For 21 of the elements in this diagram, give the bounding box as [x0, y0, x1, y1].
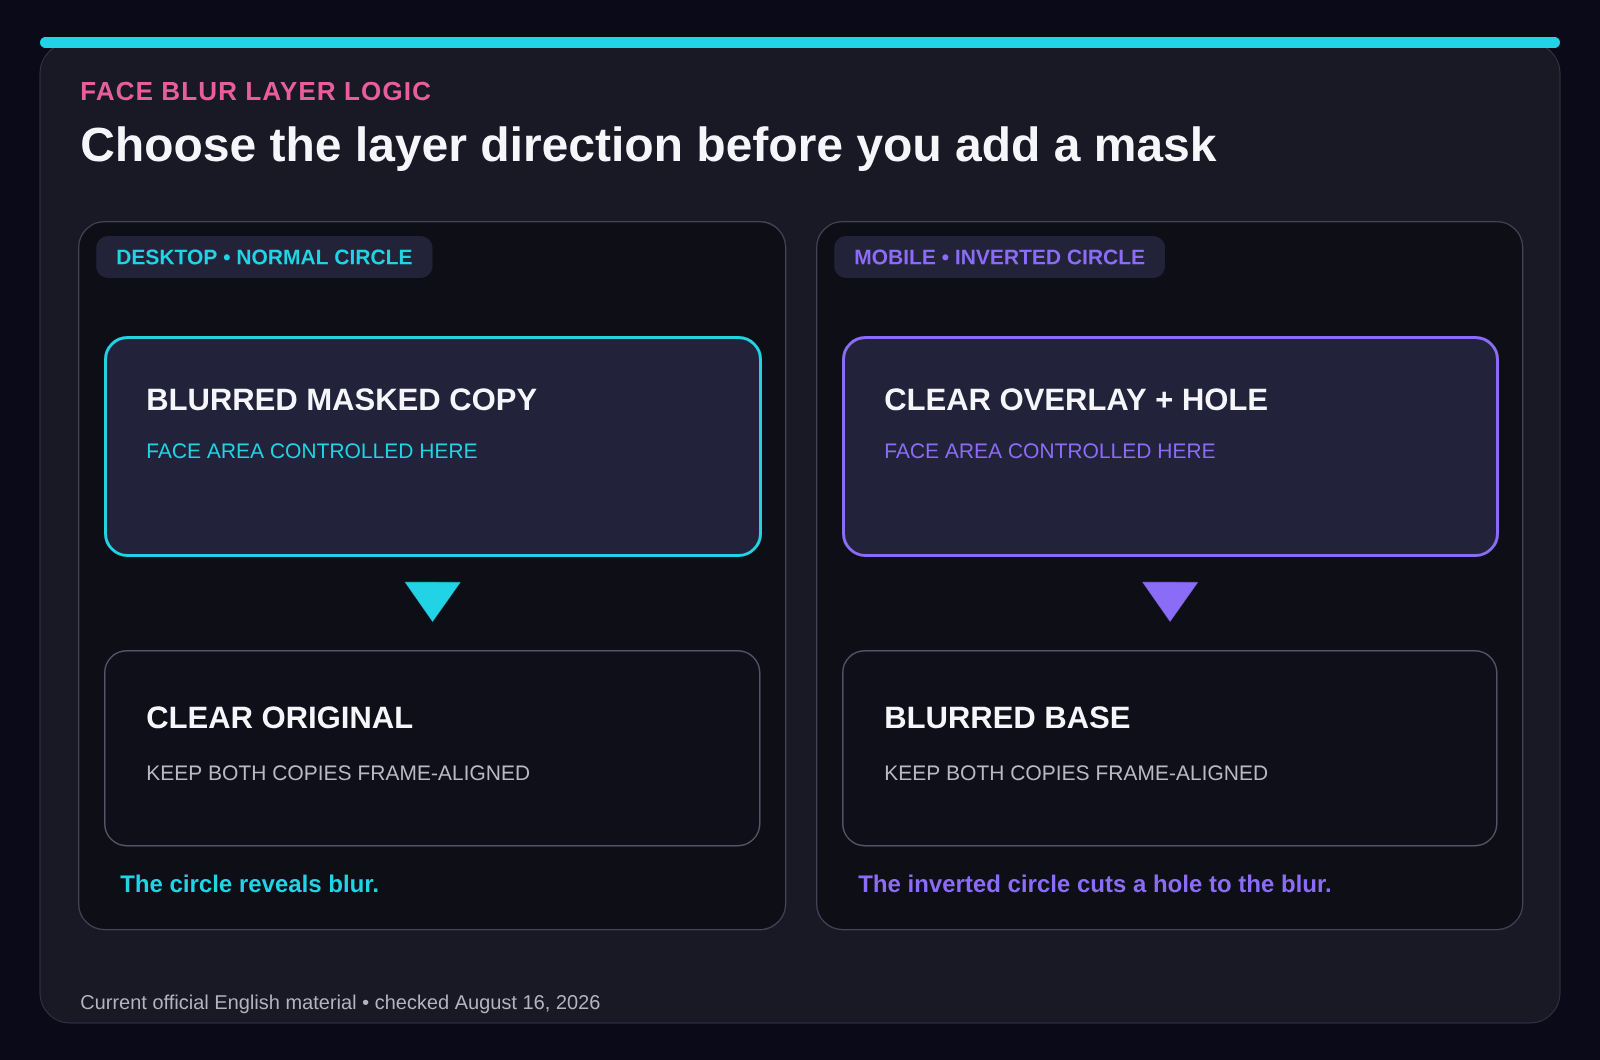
- panel-caption: The circle reveals blur.: [120, 874, 378, 893]
- layer-box: [104, 336, 762, 557]
- box-note: FACE AREA CONTROLLED HERE: [885, 443, 1215, 459]
- box-title: CLEAR OVERLAY + HOLE: [885, 388, 1267, 411]
- layer-box: [842, 336, 1499, 557]
- layer-box: [842, 650, 1498, 847]
- box-note: KEEP BOTH COPIES FRAME-ALIGNED: [885, 765, 1268, 781]
- box-title: BLURRED MASKED COPY: [148, 388, 537, 411]
- tag-pill: DESKTOP • NORMAL CIRCLE: [96, 236, 433, 278]
- layer-box: [104, 650, 761, 847]
- box-note: KEEP BOTH COPIES FRAME-ALIGNED: [147, 765, 530, 781]
- panel-caption: The inverted circle cuts a hole to the blur.: [858, 874, 1331, 893]
- tag-pill: MOBILE • INVERTED CIRCLE: [834, 236, 1166, 278]
- box-title: CLEAR ORIGINAL: [147, 706, 413, 729]
- eyebrow-label: FACE BLUR LAYER LOGIC: [81, 81, 431, 101]
- title: Choose the layer direction before you add a mask: [82, 126, 1217, 171]
- footer-note: Current official English material • checked August 16, 2026: [81, 994, 600, 1014]
- arrow: [1142, 581, 1198, 622]
- arrow: [404, 581, 461, 622]
- box-title: BLURRED BASE: [886, 706, 1130, 729]
- box-note: FACE AREA CONTROLLED HERE: [147, 443, 477, 459]
